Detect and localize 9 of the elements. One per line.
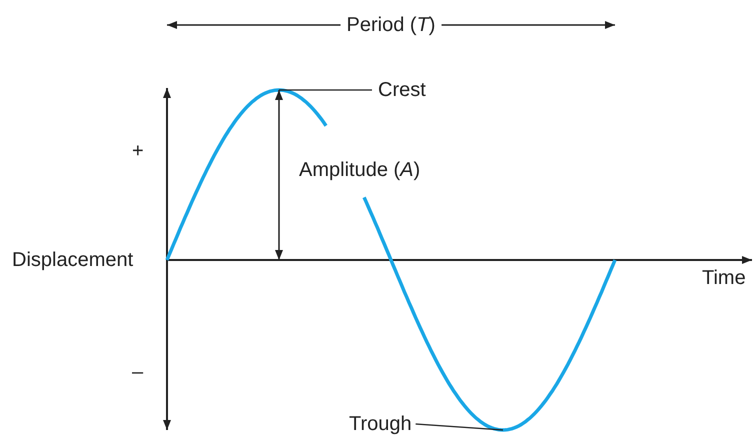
leader-line: [279, 89, 372, 91]
callout-label: Trough: [349, 412, 412, 435]
axis-sign: +: [132, 139, 144, 163]
axis-label: Time: [702, 266, 746, 290]
axis-label: Displacement: [12, 248, 134, 272]
callout-label: Crest: [378, 78, 426, 102]
dimension-label: Amplitude (A): [299, 158, 420, 182]
axis-sign: –: [132, 360, 144, 384]
leader-line: [416, 423, 504, 431]
